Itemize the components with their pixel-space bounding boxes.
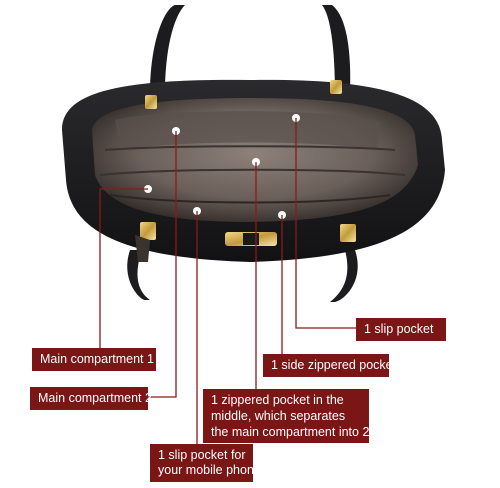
leader-main-1 (99, 188, 148, 348)
label-middle-zippered-pocket: 1 zippered pocket in the middle, which s… (203, 389, 369, 443)
label-line: your mobile phone (158, 463, 261, 477)
label-main-compartment-2: Main compartment 2 (30, 387, 152, 410)
label-line: the main compartment into 2 (211, 425, 370, 439)
right-lower-handle (330, 250, 358, 302)
label-line: 1 slip pocket for (158, 448, 246, 462)
leader-slip (295, 118, 356, 329)
label-line: 1 zippered pocket in the (211, 393, 344, 407)
left-handle (150, 5, 185, 95)
leader-main-2 (148, 131, 177, 398)
label-slip-pocket: 1 slip pocket (356, 318, 446, 341)
label-side-zippered-pocket: 1 side zippered pocket (263, 354, 396, 377)
label-main-compartment-1: Main compartment 1 (32, 348, 156, 371)
label-line: middle, which separates (211, 409, 346, 423)
left-lower-handle (127, 250, 150, 300)
label-phone-slip-pocket: 1 slip pocket for your mobile phone (150, 444, 261, 482)
right-handle (322, 5, 351, 95)
